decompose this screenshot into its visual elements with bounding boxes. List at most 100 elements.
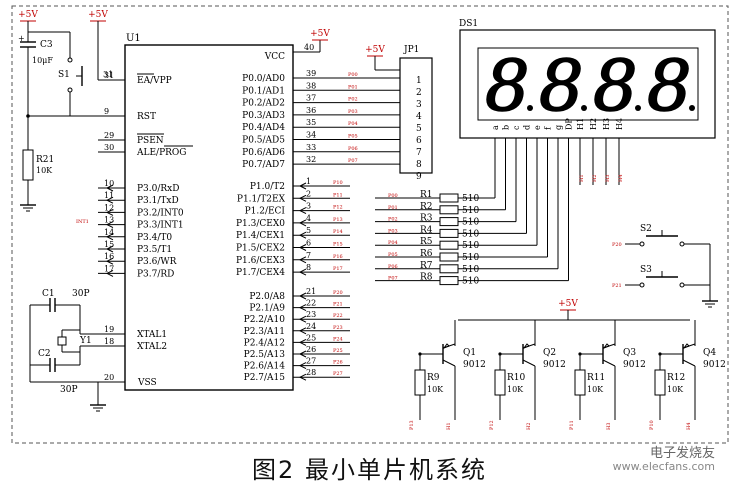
p1-4-num: 5 bbox=[306, 226, 311, 235]
jp1-ref: JP1 bbox=[403, 45, 419, 55]
u1-pin-30-num: 30 bbox=[104, 143, 114, 152]
u1-body bbox=[124, 44, 294, 391]
Q3-arrow bbox=[602, 343, 610, 350]
u1-pin-30-name: ALE/PROG bbox=[136, 148, 186, 158]
seg-res-R4-ref: R4 bbox=[420, 225, 433, 235]
u1-pin-12-name: P3.2/INT0 bbox=[137, 208, 184, 218]
R10-ref: R10 bbox=[507, 373, 526, 383]
watermark-url: www.elecfans.com bbox=[612, 460, 715, 473]
R11-val: 10K bbox=[587, 385, 604, 394]
p0-0-num: 39 bbox=[306, 69, 316, 78]
seg-res-R6-net: P05 bbox=[388, 252, 398, 258]
seg-res-R4-net: P03 bbox=[388, 228, 398, 234]
ds1-pin-c: c bbox=[512, 125, 521, 130]
u1-pin-9-name: RST bbox=[137, 112, 156, 122]
p1-2-arrow bbox=[298, 207, 307, 215]
seg-res-R6-ref: R6 bbox=[420, 249, 433, 259]
Q4-ref: Q4 bbox=[703, 348, 716, 358]
p1-4-net: P14 bbox=[333, 229, 343, 235]
seg-res-R5-body bbox=[439, 240, 459, 250]
s2-ref: S2 bbox=[640, 224, 652, 234]
p2-3-net: P23 bbox=[333, 325, 343, 331]
p2-5-num: 26 bbox=[306, 345, 316, 354]
p2-0-net: P20 bbox=[333, 290, 343, 296]
vss-pin-name: VSS bbox=[137, 378, 157, 388]
ds1-pin-e: e bbox=[533, 125, 542, 130]
u1-pin-15-name: P3.5/T1 bbox=[137, 245, 172, 255]
seg-res-R7-body bbox=[439, 264, 459, 274]
seg-res-R8-val: 510 bbox=[462, 277, 479, 287]
p2-2-name: P2.2/A10 bbox=[244, 315, 286, 325]
u1-pin-18-name: XTAL2 bbox=[137, 342, 167, 352]
jp1-pin-5: 5 bbox=[416, 124, 422, 134]
p1-1-arrow bbox=[298, 194, 307, 202]
u1-pin-18-num: 18 bbox=[104, 337, 114, 346]
vcc-left-1: +5V bbox=[18, 10, 38, 20]
p2-6-name: P2.6/A14 bbox=[244, 362, 286, 372]
seg-res-R3-ref: R3 bbox=[420, 214, 433, 224]
u1-pin-16-num: 16 bbox=[104, 252, 114, 261]
p2-2-num: 23 bbox=[306, 310, 316, 319]
Q3-model: 9012 bbox=[623, 360, 646, 370]
p0-6-net: P06 bbox=[348, 146, 358, 152]
p1-5-num: 6 bbox=[306, 239, 311, 248]
y1-ref: Y1 bbox=[79, 336, 92, 346]
u1-pin-20-num: 20 bbox=[104, 373, 114, 382]
p0-0-net: P00 bbox=[348, 72, 358, 78]
Q2-collector bbox=[522, 359, 536, 367]
ds1-digit-1: 8 bbox=[485, 45, 530, 127]
seg-res-R8-net: P07 bbox=[388, 276, 398, 282]
u1-pin-10-name: P3.0/RxD bbox=[137, 184, 179, 194]
s3-net: P21 bbox=[612, 283, 622, 289]
static-wiring bbox=[20, 20, 718, 420]
seg-res-R2-net: P01 bbox=[388, 205, 398, 211]
u1-pin-17-arrow bbox=[105, 269, 114, 277]
Q1-ref: Q1 bbox=[463, 348, 476, 358]
p2-7-name: P2.7/A15 bbox=[244, 373, 286, 383]
ds1-dp-4 bbox=[689, 105, 695, 111]
p1-6-net: P16 bbox=[333, 254, 343, 260]
u1-pin-17-name: P3.7/RD bbox=[137, 269, 174, 279]
seg-res-R4-body bbox=[439, 228, 459, 238]
p1-7-name: P1.7/CEX4 bbox=[236, 268, 285, 278]
p1-1-net: P11 bbox=[333, 192, 343, 198]
Q2-ref: Q2 bbox=[543, 348, 556, 358]
p2-3-name: P2.3/A11 bbox=[244, 327, 285, 337]
p0-6-name: P0.6/AD6 bbox=[242, 148, 285, 158]
p1-6-name: P1.6/CEX3 bbox=[236, 256, 285, 266]
s1-ref: S1 bbox=[58, 70, 70, 80]
R9-val: 10K bbox=[427, 385, 444, 394]
s2-c1 bbox=[639, 241, 645, 247]
seg-res-R1-body bbox=[439, 193, 459, 203]
u1-pin-16-arrow bbox=[105, 257, 114, 265]
c2-ref: C2 bbox=[38, 349, 51, 359]
s2-c2 bbox=[679, 241, 685, 247]
seg-res-R1-net: P00 bbox=[388, 193, 398, 199]
u1-pin-14-arrow bbox=[105, 233, 114, 241]
p1-3-num: 4 bbox=[306, 214, 311, 223]
p2-6-num: 27 bbox=[306, 357, 316, 366]
p2-7-arrow bbox=[298, 373, 307, 381]
p0-4-name: P0.4/AD4 bbox=[242, 123, 285, 133]
r21-ref: R21 bbox=[36, 155, 54, 165]
p0-5-num: 34 bbox=[306, 131, 316, 140]
h-net-H3: H3 bbox=[605, 174, 611, 182]
p2-4-num: 25 bbox=[306, 333, 316, 342]
R12-val: 10K bbox=[667, 385, 684, 394]
ds1-digit-4: 8 bbox=[647, 45, 692, 127]
p0-1-name: P0.1/AD1 bbox=[242, 86, 285, 96]
p0-5-name: P0.5/AD5 bbox=[242, 136, 285, 146]
p2-1-name: P2.1/A9 bbox=[249, 304, 285, 314]
c3-plus: + bbox=[18, 34, 25, 43]
u1-pin-15-arrow bbox=[105, 245, 114, 253]
u1-ref: U1 bbox=[126, 33, 141, 44]
p2-0-arrow bbox=[298, 292, 307, 300]
p0-3-net: P03 bbox=[348, 109, 358, 115]
seg-res-R3-body bbox=[439, 217, 459, 227]
R10-body bbox=[494, 369, 506, 396]
seg-res-R2-ref: R2 bbox=[420, 202, 433, 212]
p1-5-net: P15 bbox=[333, 242, 343, 248]
Q1-base-net: P13 bbox=[409, 420, 415, 430]
p1-7-num: 8 bbox=[306, 263, 311, 272]
p0-7-name: P0.7/AD7 bbox=[242, 160, 285, 170]
